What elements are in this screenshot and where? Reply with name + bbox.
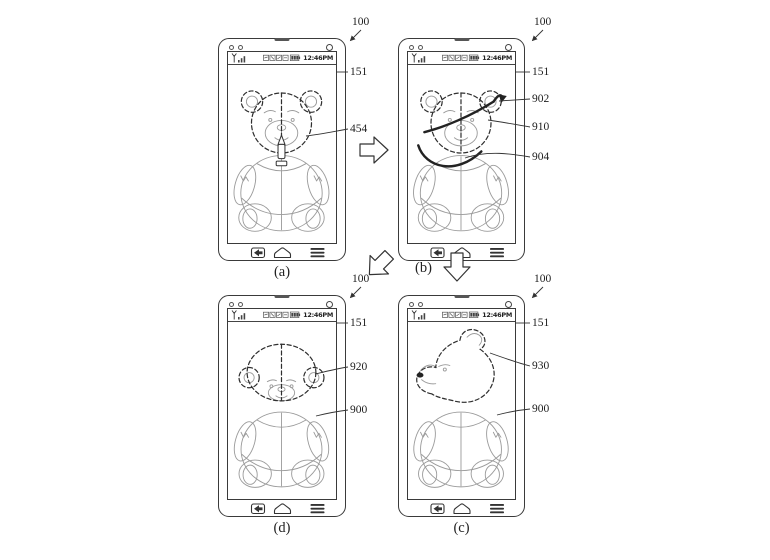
bear-nose <box>416 372 424 378</box>
home-icon <box>273 247 292 259</box>
phone-device-b: 12:46PM (b) <box>398 37 525 276</box>
menu-icon <box>490 248 504 258</box>
signal-strength-icon <box>231 310 246 320</box>
leader-line-100-b <box>531 29 544 42</box>
teddy-bear-drawing-head-tilted <box>229 343 334 488</box>
status-bar: 12:46PM <box>228 309 336 322</box>
status-icons-battery-icon <box>442 54 480 62</box>
home-icon <box>273 503 292 515</box>
leader-line-100-c <box>531 286 544 299</box>
gesture-stroke-904 <box>417 144 483 168</box>
front-camera-icon <box>326 301 333 308</box>
sensor-dot <box>418 45 423 50</box>
leader-line-100-d <box>349 286 362 299</box>
status-bar: 12:46PM <box>408 52 515 65</box>
ref-label-100-b: 100 <box>534 16 552 28</box>
front-camera-icon <box>326 44 333 51</box>
ref-label-100-a: 100 <box>352 16 370 28</box>
earpiece-slot <box>274 37 290 41</box>
figure-caption-d: (d) <box>273 520 291 536</box>
gesture-arrow-902 <box>492 94 507 104</box>
sensor-dot <box>238 45 243 50</box>
sensor-dot <box>229 302 234 307</box>
phone-device-c: 12:46PM (c <box>398 294 525 536</box>
ref-label-454: 454 <box>350 123 368 135</box>
sensor-dot <box>229 45 234 50</box>
front-camera-icon <box>505 301 512 308</box>
status-time: 12:46PM <box>482 54 512 62</box>
ref-label-904: 904 <box>532 151 550 163</box>
teddy-bear-drawing-front <box>229 90 334 232</box>
ref-label-920: 920 <box>350 361 368 373</box>
earpiece-slot <box>454 37 469 41</box>
teddy-bear-drawing-head-turned <box>409 328 513 488</box>
menu-icon <box>310 504 325 514</box>
ref-label-151-c: 151 <box>532 317 550 329</box>
status-time: 12:46PM <box>303 54 333 62</box>
signal-strength-icon <box>411 310 426 320</box>
phone-screen: 12:46PM <box>227 308 337 500</box>
nav-bar <box>250 247 325 259</box>
gesture-stroke-910 <box>423 100 495 134</box>
status-bar: 12:46PM <box>228 52 336 65</box>
leader-line-100-a <box>349 29 362 42</box>
ref-label-930: 930 <box>532 360 550 372</box>
figure-caption-b: (b) <box>415 260 432 276</box>
nav-bar <box>250 503 325 515</box>
home-icon <box>453 503 471 515</box>
phone-screen: 12:46PM <box>407 51 516 244</box>
phone-device-a: 12:46PM (a) <box>218 37 346 280</box>
status-icons-battery-icon <box>263 311 301 319</box>
phone-screen: 12:46PM <box>227 51 337 244</box>
figure-caption-a: (a) <box>273 264 291 280</box>
sensor-dot <box>409 302 414 307</box>
stylus-pen-icon <box>275 133 288 167</box>
status-time: 12:46PM <box>482 311 512 319</box>
nav-bar <box>430 503 504 515</box>
ref-label-910: 910 <box>532 121 550 133</box>
earpiece-slot <box>454 294 469 298</box>
ref-label-900-c: 900 <box>532 403 550 415</box>
earpiece-slot <box>274 294 290 298</box>
sensor-dot <box>238 302 243 307</box>
ref-label-151-d: 151 <box>350 317 368 329</box>
ref-label-151-b: 151 <box>532 66 550 78</box>
back-icon <box>430 503 445 515</box>
sensor-dot <box>418 302 423 307</box>
front-camera-icon <box>505 44 512 51</box>
menu-icon <box>490 504 504 514</box>
ref-label-900-d: 900 <box>350 404 368 416</box>
menu-icon <box>310 248 325 258</box>
selected-head-outline <box>416 328 495 403</box>
ref-label-902: 902 <box>532 93 550 105</box>
ref-label-100-d: 100 <box>352 273 370 285</box>
flow-arrow-a-to-b <box>359 136 389 164</box>
back-icon <box>250 247 266 259</box>
status-time: 12:46PM <box>303 311 333 319</box>
status-bar: 12:46PM <box>408 309 515 322</box>
teddy-bear-drawing-gestures <box>409 90 513 232</box>
sensor-dot <box>409 45 414 50</box>
phone-device-d: 12:46PM <box>218 294 346 536</box>
selected-head-outline <box>238 343 325 402</box>
phone-screen: 12:46PM <box>407 308 516 500</box>
status-icons-battery-icon <box>442 311 480 319</box>
figure-caption-c: (c) <box>453 520 470 536</box>
status-icons-battery-icon <box>263 54 301 62</box>
back-icon <box>430 247 445 259</box>
back-icon <box>250 503 266 515</box>
home-icon <box>453 247 471 259</box>
ref-label-100-c: 100 <box>534 273 552 285</box>
ref-label-151-a: 151 <box>350 66 368 78</box>
nav-bar <box>430 247 504 259</box>
signal-strength-icon <box>411 53 426 63</box>
signal-strength-icon <box>231 53 246 63</box>
